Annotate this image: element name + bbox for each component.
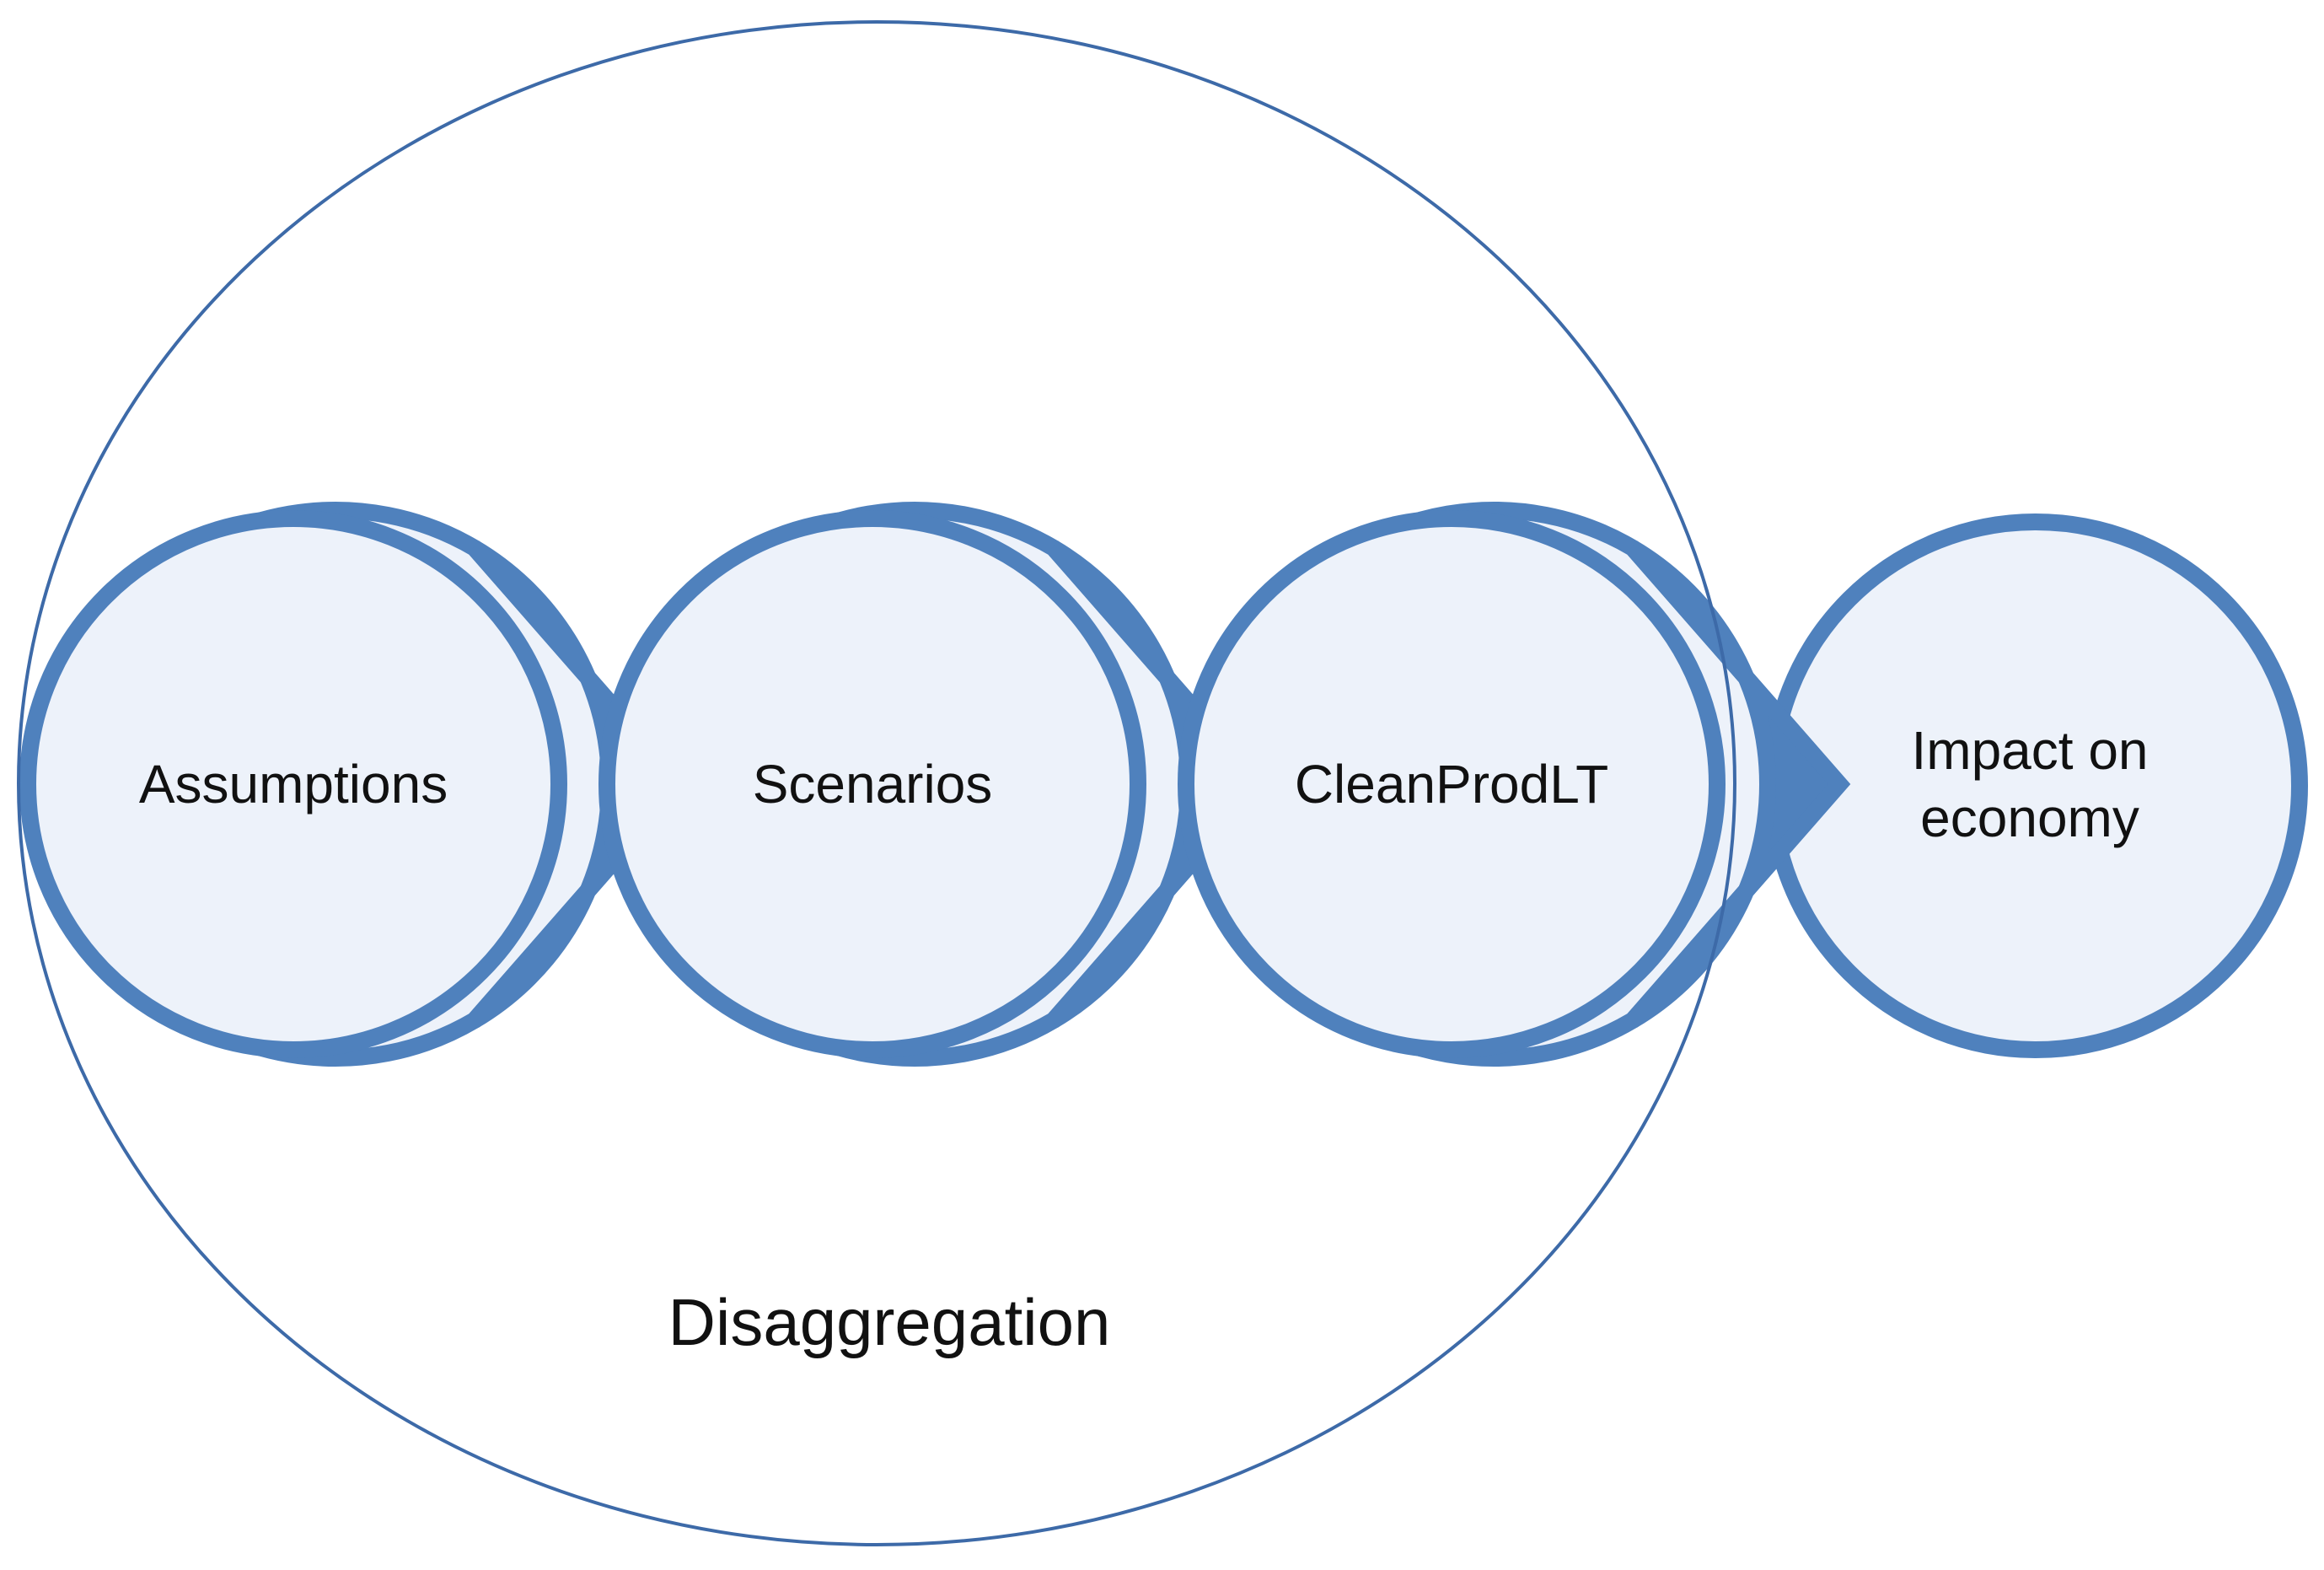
node-assumptions-label: Assumptions (139, 754, 448, 815)
node-cleanprodlt-label: CleanProdLT (1295, 754, 1608, 815)
disaggregation-label: Disaggregation (668, 1285, 1111, 1359)
node-impact-label-line1: Impact on (1911, 720, 2148, 781)
node-impact-label-line2: economy (1920, 788, 2139, 848)
node-scenarios-label: Scenarios (753, 754, 993, 815)
disaggregation-ellipse (17, 20, 1736, 1546)
node-body-scenarios (598, 510, 1146, 1058)
node-impact (1763, 513, 2308, 1058)
node-body-cleanprodlt (1178, 510, 1726, 1058)
arrow-tip-cleanprodlt (1626, 540, 1851, 1028)
node-impact-shape (1763, 513, 2308, 1058)
node-body-assumptions (19, 510, 567, 1058)
